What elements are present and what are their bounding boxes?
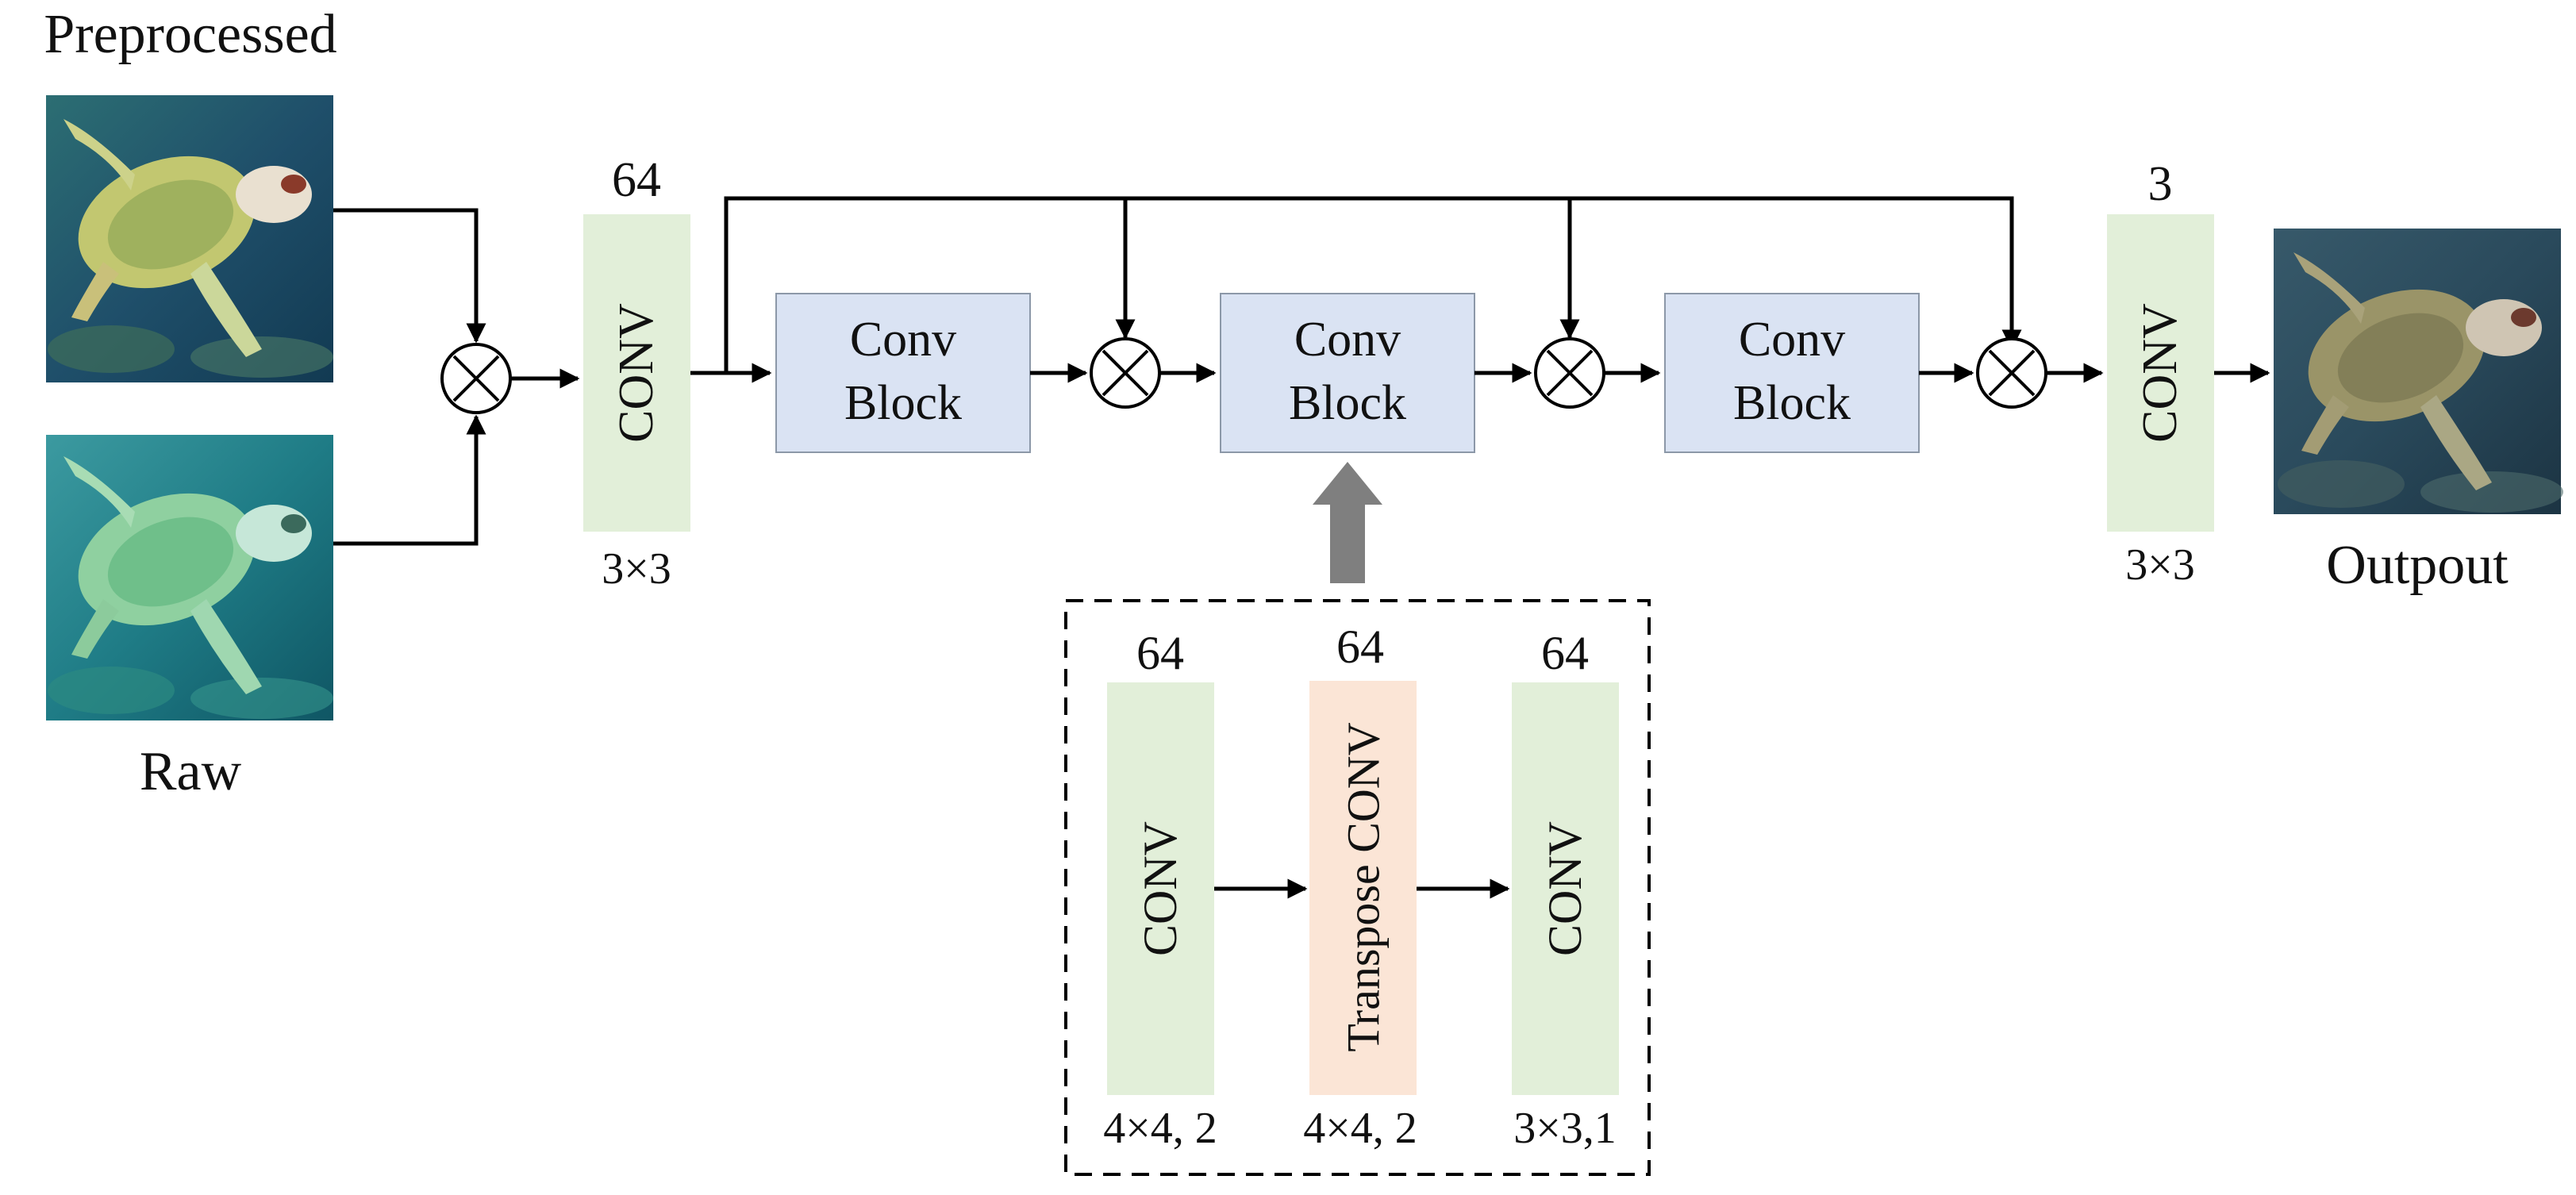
multiply-node-input xyxy=(440,343,512,414)
conv-block-detail-box xyxy=(1064,599,1651,1176)
raw-image xyxy=(46,435,333,720)
detail-layer-1-label: CONV xyxy=(1134,821,1186,956)
detail-layer-1-block xyxy=(1107,682,1214,1095)
conv-block-3-line2: Block xyxy=(1733,376,1851,430)
conv-block-1-line2: Block xyxy=(844,376,962,430)
detail-layer-1-channels: 64 xyxy=(1136,627,1184,679)
conv-block-3-line1: Conv xyxy=(1739,313,1845,367)
detail-layer-3-label: CONV xyxy=(1539,821,1591,956)
conv-out-label: CONV xyxy=(2133,303,2187,443)
conv-block-1: Conv Block xyxy=(775,293,1031,453)
output-label: Outpout xyxy=(2326,535,2509,596)
conv-in-kernel: 3×3 xyxy=(602,544,671,594)
detail-layer-1-params: 4×4, 2 xyxy=(1103,1104,1217,1153)
output-image xyxy=(2274,229,2563,514)
conv-out-block xyxy=(2107,214,2214,532)
conv-block-3: Conv Block xyxy=(1664,293,1920,453)
conv-block-2: Conv Block xyxy=(1220,293,1475,453)
detail-layer-2-block xyxy=(1309,681,1417,1095)
conv-in-channels: 64 xyxy=(612,153,661,207)
conv-block-1-line1: Conv xyxy=(850,313,956,367)
detail-layer-3-params: 3×3,1 xyxy=(1513,1104,1617,1153)
conv-in-block xyxy=(583,214,690,532)
multiply-node-1 xyxy=(1090,337,1161,409)
detail-layer-2-channels: 64 xyxy=(1336,621,1384,673)
multiply-node-3 xyxy=(1976,337,2047,409)
detail-layer-3-channels: 64 xyxy=(1541,627,1589,679)
conv-out-kernel: 3×3 xyxy=(2125,540,2195,590)
expand-arrow xyxy=(1313,462,1382,583)
detail-layer-3-block xyxy=(1512,682,1619,1095)
preprocessed-label: Preprocessed xyxy=(44,4,336,65)
conv-block-2-line2: Block xyxy=(1289,376,1406,430)
conv-in-label: CONV xyxy=(609,303,663,443)
raw-label: Raw xyxy=(140,741,242,802)
detail-layer-2-label: Transpose CONV xyxy=(1338,722,1390,1051)
multiply-node-2 xyxy=(1534,337,1605,409)
detail-layer-2-params: 4×4, 2 xyxy=(1303,1104,1417,1153)
conv-out-channels: 3 xyxy=(2148,157,2173,211)
conv-block-2-line1: Conv xyxy=(1294,313,1401,367)
preprocessed-image xyxy=(46,95,333,382)
